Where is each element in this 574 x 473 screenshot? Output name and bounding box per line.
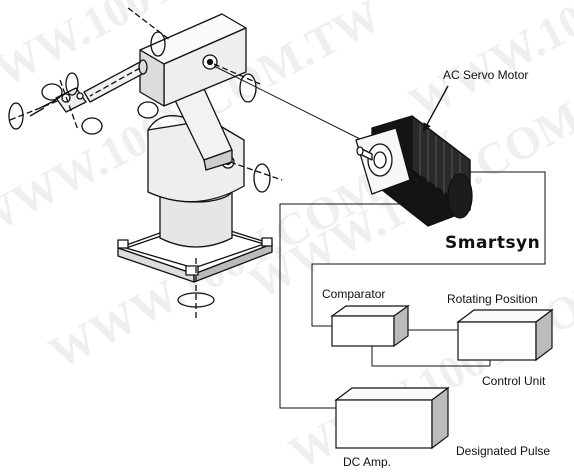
comparator-block (330, 304, 410, 348)
joint-to-motor-line (213, 65, 367, 143)
rotation-arrows (8, 31, 271, 308)
motor-label-arrow (423, 85, 449, 132)
ac-servo-motor (355, 115, 473, 227)
dc-amp-label: DC Amp. (343, 455, 391, 468)
brand-logo-text: Smartsyn (445, 233, 540, 253)
designated-pulse-label: Designated Pulse (456, 444, 550, 458)
dc-amp-block (334, 386, 450, 450)
rotating-position-label: Rotating Position (447, 292, 538, 306)
comparator-label: Comparator (322, 287, 385, 301)
motor-label: AC Servo Motor (443, 68, 528, 82)
control-unit-label: Control Unit (482, 374, 546, 388)
position-control-unit-block (456, 308, 554, 362)
robot-axes (9, 7, 283, 318)
robot-wrist (29, 87, 87, 117)
robot-forearm-housing (139, 13, 247, 107)
robot-arm-illustration (8, 7, 283, 318)
